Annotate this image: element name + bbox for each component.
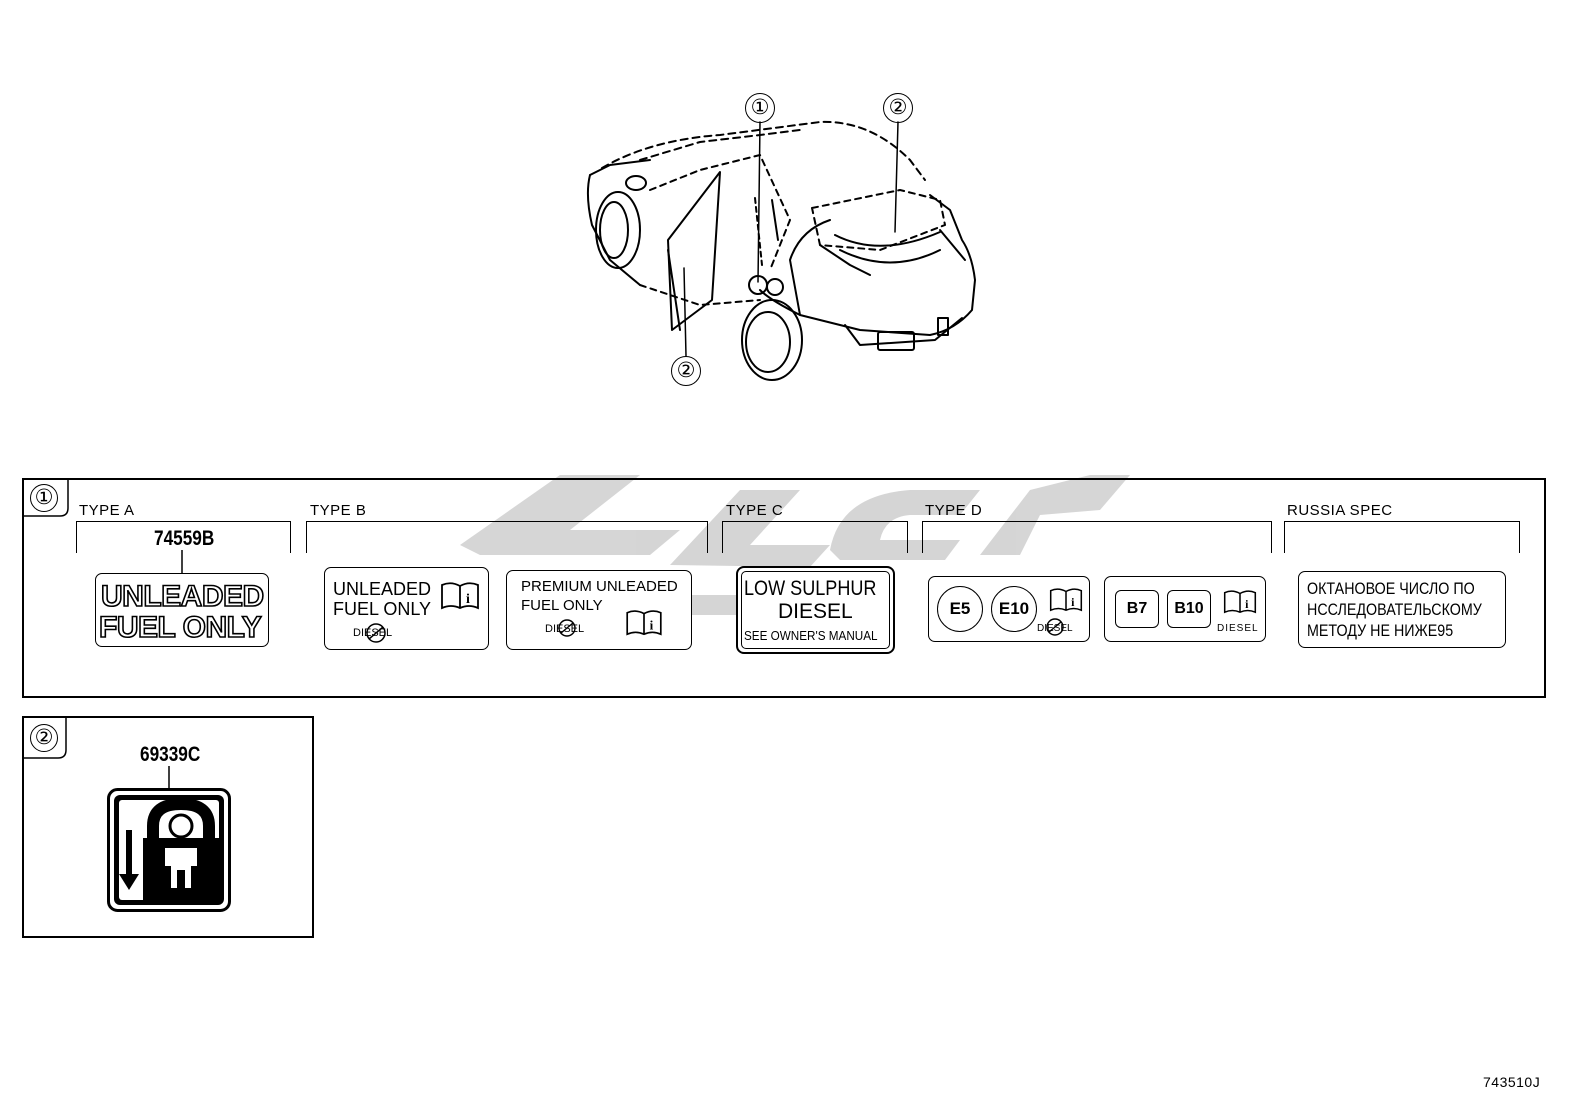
svg-text:i: i — [466, 592, 470, 607]
type-a-line2: FUEL ONLY — [98, 611, 262, 644]
svg-text:i: i — [650, 618, 654, 633]
type-b-bracket — [306, 521, 708, 553]
type-b-fuel-label-1: UNLEADED FUEL ONLY DIESEL i — [324, 567, 489, 650]
type-b1-line2: FUEL ONLY — [333, 599, 432, 619]
russia-line1: ОКТАНОВОЕ ЧИСЛО ПО — [1307, 579, 1475, 598]
type-d-ethanol-label: E5 E10 i DIESEL — [928, 576, 1090, 642]
type-a-fuel-label: UNLEADED FUEL ONLY — [95, 573, 269, 647]
manual-book-icon: i — [1049, 588, 1083, 612]
panel-fuel-labels — [22, 478, 1546, 698]
callout-1-car: ① — [745, 93, 775, 123]
child-lock-icon — [107, 788, 231, 912]
type-b1-line1: UNLEADED — [333, 579, 432, 599]
svg-text:i: i — [1245, 597, 1249, 611]
russia-bracket — [1284, 521, 1520, 553]
car-illustration — [586, 120, 976, 381]
type-d-label: TYPE D — [925, 502, 983, 519]
callout-2-car-rear: ② — [883, 93, 913, 123]
type-c-line1: LOW SULPHUR — [744, 577, 877, 600]
type-b1-no-diesel: DIESEL — [353, 627, 393, 639]
type-c-label: TYPE C — [726, 502, 784, 519]
type-c-diesel-label: LOW SULPHUR DIESEL SEE OWNER'S MANUAL — [736, 566, 895, 654]
type-a-bracket — [76, 521, 291, 553]
b7-badge: B7 — [1115, 590, 1159, 628]
type-d-biodiesel-label: B7 B10 i DIESEL — [1104, 576, 1266, 642]
manual-book-icon: i — [1223, 590, 1257, 614]
type-b-label: TYPE B — [310, 502, 367, 519]
part-number-74559B: 74559B — [154, 527, 215, 550]
part-leader-74559B — [181, 550, 183, 574]
type-b2-line1: PREMIUM UNLEADED — [521, 578, 678, 595]
type-c-inner-border — [741, 571, 890, 649]
russia-spec-label: RUSSIA SPEC — [1287, 502, 1393, 519]
type-c-bracket — [722, 521, 908, 553]
manual-book-icon: i — [626, 610, 662, 636]
part-leader-69339C — [168, 766, 170, 790]
type-d1-no-diesel: DIESEL — [1037, 623, 1073, 634]
russia-line3: МЕТОДУ НЕ НИЖЕ95 — [1307, 621, 1454, 640]
no-diesel-icon — [558, 619, 576, 637]
e10-badge: E10 — [991, 586, 1037, 632]
type-d2-diesel: DIESEL — [1217, 623, 1259, 634]
b10-badge: B10 — [1167, 590, 1211, 628]
reference-code: 743510J — [1483, 1074, 1541, 1090]
type-c-line2: DIESEL — [778, 600, 853, 623]
panel-child-lock — [22, 716, 314, 938]
russia-octane-label: ОКТАНОВОЕ ЧИСЛО ПО НССЛЕДОВАТЕЛЬСКОМУ МЕ… — [1298, 571, 1506, 648]
panel1-marker: ① — [30, 484, 58, 512]
type-a-line1: UNLEADED — [100, 580, 265, 613]
type-d-bracket — [922, 521, 1272, 553]
manual-book-icon: i — [441, 582, 479, 610]
panel2-marker: ② — [30, 724, 58, 752]
russia-line2: НССЛЕДОВАТЕЛЬСКОМУ — [1307, 600, 1482, 619]
panel2-corner — [22, 716, 67, 759]
panel1-corner — [22, 478, 69, 517]
no-diesel-icon — [366, 623, 386, 643]
no-diesel-icon — [1046, 618, 1064, 636]
type-b-fuel-label-2: PREMIUM UNLEADED FUEL ONLY DIESEL i — [506, 570, 692, 650]
type-b2-line2: FUEL ONLY — [521, 597, 603, 614]
type-a-label: TYPE A — [79, 502, 135, 519]
part-number-69339C: 69339C — [140, 743, 201, 766]
e5-badge: E5 — [937, 586, 983, 632]
type-c-line3: SEE OWNER'S MANUAL — [744, 628, 878, 643]
callout-2-car-door: ② — [671, 356, 701, 386]
svg-text:i: i — [1071, 595, 1075, 609]
